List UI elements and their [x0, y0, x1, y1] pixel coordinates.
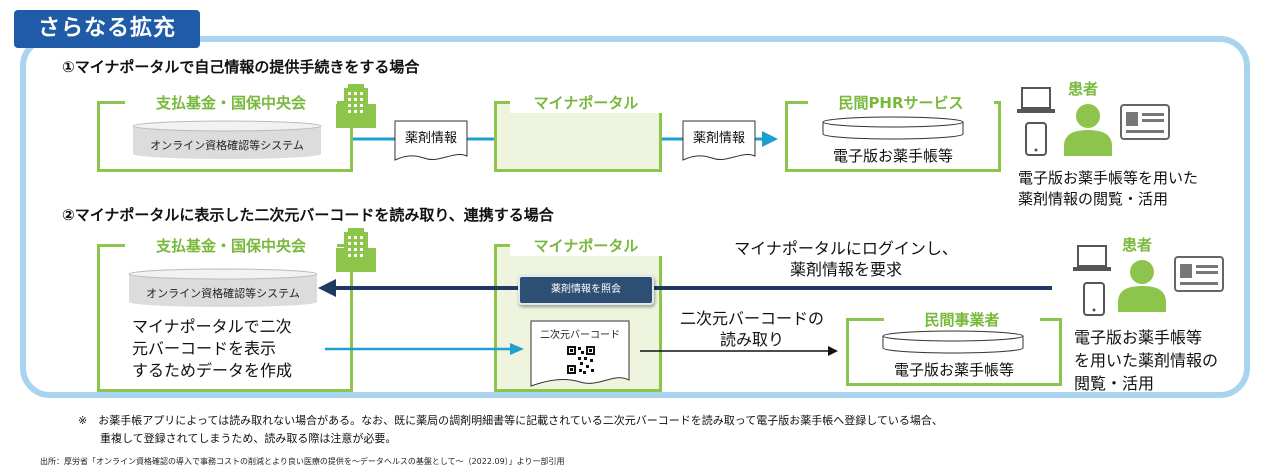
section2-read-line1: 二次元バーコードの — [679, 309, 824, 328]
section1-title: ①マイナポータルで自己情報の提供手続きをする場合 — [62, 58, 420, 76]
section1-phr-label: 民間PHRサービス — [808, 92, 994, 113]
id-card-icon — [1174, 256, 1224, 292]
section1-phr-cylinder-label: 電子版お薬手帳等 — [832, 147, 953, 165]
section2-portal-label: マイナポータル — [510, 235, 662, 256]
section2-system-cylinder-icon — [128, 268, 318, 307]
section1-patient-description: 電子版お薬手帳等を用いた 薬剤情報の閲覧・活用 — [1018, 168, 1198, 210]
section1-phr-cylinder-icon — [822, 116, 964, 140]
document-icon — [394, 120, 468, 161]
section2-title: ②マイナポータルに表示した二次元バーコードを読み取り、連携する場合 — [62, 206, 554, 224]
section2-payer-label: 支払基金・国保中央会 — [125, 235, 337, 256]
person-icon — [1118, 260, 1166, 312]
section1-doc1-label: 薬剤情報 — [404, 131, 457, 146]
section2-patient-desc-line1: 電子版お薬手帳等 — [1074, 328, 1203, 347]
section2-login-text: マイナポータルにログインし、 薬剤情報を要求 — [716, 238, 976, 280]
section2-vendor-cylinder-label: 電子版お薬手帳等 — [893, 361, 1014, 379]
barcode-document-label: 二次元バーコード — [540, 330, 620, 341]
section1-patient-desc-line2: 薬剤情報の閲覧・活用 — [1018, 190, 1169, 208]
section1-patient-desc-line1: 電子版お薬手帳等を用いた — [1018, 169, 1199, 187]
section2-login-line1: マイナポータルにログインし、 — [734, 239, 958, 258]
section1-portal-label: マイナポータル — [510, 92, 662, 113]
section2-create-line1: マイナポータルで二次 — [132, 317, 292, 336]
document-icon — [682, 120, 756, 161]
section2-create-description: マイナポータルで二次 元バーコードを表示 するためデータを作成 — [132, 316, 292, 382]
footnote-line1: ※ お薬手帳アプリによっては読み取れない場合がある。なお、既に薬局の調剤明細書等… — [78, 414, 943, 427]
section2-patient-description: 電子版お薬手帳等 を用いた薬剤情報の 閲覧・活用 — [1074, 326, 1218, 395]
footnote-line2: 重複して登録されてしまうため、読み取る際は注意が必要。 — [78, 432, 397, 445]
section2-create-line2: 元バーコードを表示 — [132, 339, 277, 358]
section1-doc2-label: 薬剤情報 — [692, 131, 745, 146]
section2-vendor-label: 民間事業者 — [884, 309, 1040, 330]
laptop-icon — [1017, 87, 1055, 113]
section2-vendor-cylinder-icon — [882, 330, 1024, 354]
page-title: さらなる拡充 — [14, 10, 200, 48]
section2-system-label: オンライン資格確認等システム — [146, 287, 300, 300]
building-icon — [336, 84, 376, 128]
smartphone-icon — [1025, 122, 1047, 156]
person-icon — [1064, 104, 1112, 156]
section2-patient-desc-line3: 閲覧・活用 — [1074, 374, 1155, 393]
section1-patient-label: 患者 — [1068, 80, 1099, 98]
outer-frame — [20, 36, 1250, 398]
query-medicine-button[interactable]: 薬剤情報を照会 — [518, 275, 654, 305]
section2-patient-label: 患者 — [1122, 236, 1153, 254]
section2-read-line2: 読み取り — [719, 330, 784, 349]
laptop-icon — [1073, 245, 1111, 271]
section2-patient-desc-line2: を用いた薬剤情報の — [1074, 351, 1219, 370]
section1-system-label: オンライン資格確認等システム — [150, 139, 304, 152]
source-citation: 出所：厚労省「オンライン資格確認の導入で事務コストの削減とより良い医療の提供を～… — [40, 457, 565, 466]
section2-read-text: 二次元バーコードの 読み取り — [672, 308, 832, 350]
section2-create-line3: するためデータを作成 — [132, 361, 293, 380]
smartphone-icon — [1083, 282, 1105, 316]
section1-payer-label: 支払基金・国保中央会 — [125, 92, 337, 113]
id-card-icon — [1120, 104, 1170, 140]
building-icon — [336, 228, 376, 272]
section2-login-line2: 薬剤情報を要求 — [789, 260, 902, 279]
qr-code-icon — [566, 345, 596, 375]
section1-system-cylinder-icon — [132, 120, 322, 159]
